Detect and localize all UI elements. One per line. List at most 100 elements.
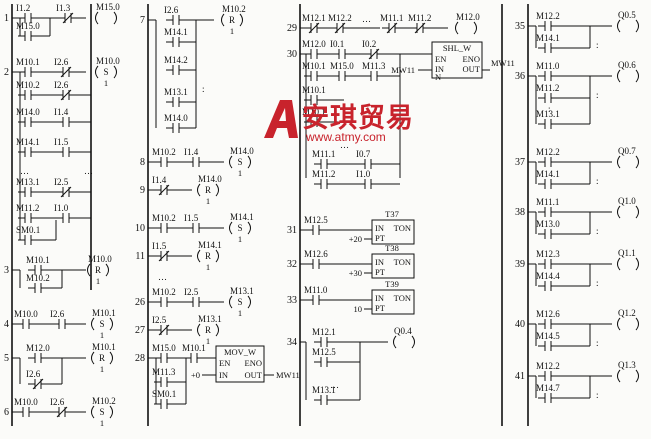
contact-label: I1.4 — [54, 107, 69, 117]
coil-count: 1 — [238, 308, 242, 318]
coil-count: 1 — [230, 26, 234, 36]
coil-count: 1 — [100, 364, 104, 374]
rung-number: 37 — [515, 157, 525, 168]
contact-label: M10.2 — [152, 147, 176, 157]
rung-number: 32 — [287, 259, 297, 270]
coil-right — [635, 257, 639, 271]
contact-label: SM0.1 — [152, 389, 176, 399]
contact-label: M11.3 — [362, 61, 386, 71]
rung-number: 29 — [287, 23, 297, 34]
contact-slash — [158, 324, 170, 336]
coil-right — [411, 335, 415, 349]
contact-label: M12.0 — [26, 343, 50, 353]
timer-block — [371, 253, 415, 279]
rung-number: 4 — [4, 319, 9, 330]
coil-mark: S — [237, 157, 242, 167]
coil-right — [473, 21, 477, 35]
coil-left — [617, 257, 621, 271]
contact-label: M10.1 — [16, 57, 40, 67]
contact-label: M11.2 — [312, 169, 335, 179]
coil-label: M10.0 — [96, 56, 120, 66]
contact-slash — [60, 186, 72, 198]
contact-label: M10.0 — [14, 397, 38, 407]
ellipsis: : — [202, 84, 205, 94]
coil-mark: S — [237, 297, 242, 307]
contact-label: M13.0 — [536, 219, 560, 229]
block-in-value: +0 — [191, 370, 200, 380]
rung-number: 5 — [4, 353, 9, 364]
rung-number: 38 — [515, 207, 525, 218]
contact-label: I2.5 — [152, 315, 167, 325]
contact-label: I1.3 — [56, 3, 71, 13]
coil-label: M10.1 — [92, 342, 116, 352]
coil-right — [113, 11, 117, 25]
coil-right — [109, 317, 113, 331]
contact-label: M14.1 — [164, 27, 188, 37]
contact-label: M12.0 — [302, 39, 326, 49]
contact-slash — [62, 12, 74, 24]
contact-label: I0.1 — [330, 39, 344, 49]
timer-name: T38 — [385, 243, 399, 253]
timer-preset: +20 — [349, 234, 362, 244]
coil-count: 1 — [238, 234, 242, 244]
rung-number: 41 — [515, 371, 525, 382]
coil-mark: R — [205, 251, 211, 261]
coil-left — [617, 69, 621, 83]
timer-in: IN — [375, 293, 384, 303]
coil-label: Q0.7 — [618, 146, 636, 156]
contact-label: I1.5 — [184, 213, 199, 223]
ellipsis: : — [596, 40, 599, 50]
coil-label: M15.0 — [96, 2, 120, 12]
contact-label: M12.6 — [536, 309, 560, 319]
coil-left — [617, 369, 621, 383]
contact-label: I1.5 — [54, 137, 69, 147]
contact-label: M14.0 — [164, 113, 188, 123]
ellipsis: … — [158, 272, 167, 282]
coil-count: 1 — [100, 418, 104, 428]
block-in: IN — [219, 370, 228, 380]
coil-left — [95, 11, 99, 25]
contact-label: M12.5 — [312, 347, 336, 357]
contact-label: I1.5 — [152, 241, 167, 251]
contact-label: M10.1 — [26, 255, 50, 265]
coil-left — [617, 317, 621, 331]
coil-label: M10.2 — [92, 396, 116, 406]
coil-left — [95, 65, 99, 79]
rung-number: 27 — [135, 325, 145, 336]
coil-label: M14.1 — [198, 240, 222, 250]
mov-w-block — [215, 345, 265, 383]
contact-label: I2.6 — [54, 57, 69, 67]
contact-label: M13.1 — [164, 87, 188, 97]
shl-w-block — [431, 41, 483, 79]
contact-slash — [158, 184, 170, 196]
block-out-value: MW11 — [491, 58, 515, 68]
ellipsis: … — [362, 14, 371, 24]
coil-right — [239, 13, 243, 27]
coil-right — [215, 183, 219, 197]
coil-right — [635, 317, 639, 331]
rung-number: 39 — [515, 259, 525, 270]
coil-label: M10.2 — [222, 4, 246, 14]
coil-mark: R — [205, 185, 211, 195]
contact-label: M11.1 — [380, 13, 403, 23]
ellipsis: : — [548, 104, 551, 114]
contact-label: M14.7 — [536, 383, 560, 393]
coil-right — [635, 205, 639, 219]
contact-label: M13.1 — [16, 177, 40, 187]
rung-number: 6 — [4, 407, 9, 418]
coil-label: Q1.3 — [618, 360, 636, 370]
coil-right — [247, 155, 251, 169]
rung-number: 36 — [515, 71, 525, 82]
contact-label: M11.3 — [152, 367, 176, 377]
rung-number: 3 — [4, 265, 9, 276]
coil-left — [91, 317, 95, 331]
timer-in: IN — [375, 257, 384, 267]
contact-label: M11.0 — [536, 61, 560, 71]
coil-left — [197, 249, 201, 263]
coil-label: Q1.1 — [618, 248, 636, 258]
contact-label: I2.5 — [54, 177, 69, 187]
contact-label: I2.6 — [50, 309, 65, 319]
contact-label: M12.2 — [536, 11, 560, 21]
coil-left — [393, 335, 397, 349]
contact-label: M14.1 — [536, 33, 560, 43]
